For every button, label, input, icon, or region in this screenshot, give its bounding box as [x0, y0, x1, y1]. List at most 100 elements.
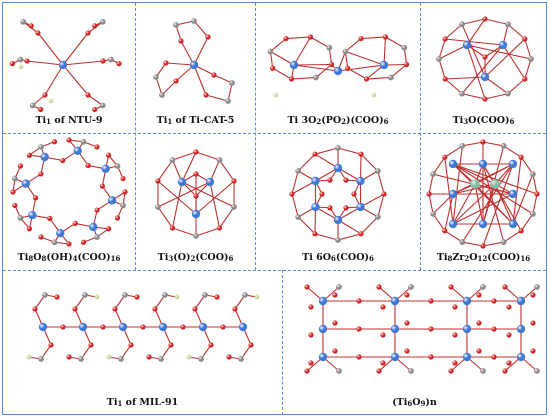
hydrogen-atom — [186, 354, 192, 360]
oxygen-atom — [72, 220, 78, 227]
oxygen-atom — [168, 342, 174, 348]
bond — [377, 170, 385, 195]
titanium-atom — [198, 322, 208, 332]
oxygen-atom — [530, 292, 536, 298]
hydrogen-atom — [254, 294, 260, 300]
oxygen-atom — [192, 306, 198, 312]
bond — [62, 64, 89, 96]
oxygen-atom — [448, 368, 454, 374]
bond — [314, 153, 339, 169]
panel-mil91: Ti1 of MIL-91 — [3, 271, 282, 415]
bond — [462, 241, 484, 247]
caption-ntu9: Ti1 of NTU-9 — [35, 115, 103, 126]
oxygen-atom — [308, 304, 314, 310]
oxygen-atom — [304, 284, 310, 290]
carbon-atom — [158, 356, 164, 362]
oxygen-atom — [226, 354, 232, 360]
bond — [474, 183, 484, 225]
hydrogen-atom — [174, 294, 180, 300]
oxygen-atom — [38, 171, 44, 177]
carbon-atom — [408, 284, 414, 290]
bond — [482, 141, 504, 147]
bond — [512, 173, 534, 225]
bond — [297, 153, 316, 172]
bond — [193, 20, 209, 38]
carbon-atom — [118, 356, 124, 362]
carbon-atom — [51, 239, 58, 246]
oxygen-atom — [178, 38, 184, 44]
bond — [444, 193, 454, 231]
carbon-atom — [155, 204, 161, 210]
titanium-atom — [78, 322, 88, 332]
oxygen-atom — [476, 320, 482, 326]
titanium-atom — [205, 177, 215, 187]
titanium-atom — [89, 222, 98, 232]
oxygen-atom — [94, 207, 100, 213]
oxygen-atom — [116, 61, 122, 67]
oxygen-atom — [134, 294, 140, 300]
oxygen-atom — [403, 61, 410, 68]
bond — [432, 213, 446, 232]
bond — [175, 20, 195, 26]
titanium-atom — [101, 164, 110, 173]
oxygen-atom — [482, 54, 488, 60]
titanium-atom — [333, 66, 343, 76]
bond — [157, 206, 173, 229]
oxygen-atom — [380, 332, 386, 338]
bond — [337, 233, 362, 241]
oxygen-atom — [100, 58, 106, 64]
bond — [484, 93, 509, 100]
carbon-atom — [529, 210, 536, 217]
carbon-atom — [505, 90, 511, 97]
carbon-atom — [295, 168, 302, 174]
zirconium-atom — [470, 179, 480, 189]
bond — [291, 76, 316, 80]
titanium-atom — [177, 177, 187, 187]
oxygen-atom — [381, 191, 387, 197]
structure-ti3o2b — [155, 149, 237, 239]
bond — [461, 93, 486, 100]
carbon-atom — [459, 21, 465, 28]
carbon-atom — [342, 48, 349, 55]
bond — [432, 156, 446, 175]
oxygen-atom — [426, 191, 432, 197]
bond — [165, 62, 195, 66]
oxygen-atom — [28, 23, 34, 29]
bond — [461, 18, 486, 25]
oxygen-atom — [312, 151, 318, 157]
oxygen-atom — [491, 326, 497, 332]
oxygen-atom — [534, 191, 540, 197]
carbon-atom — [374, 168, 381, 174]
panel-ti6o9n: (Ti6O9)n — [283, 271, 546, 415]
titanium-atom — [318, 296, 328, 306]
structure-ti6o6 — [289, 145, 387, 243]
bond — [444, 145, 463, 158]
oxygen-atom — [358, 231, 364, 237]
oxygen-atom — [308, 360, 314, 366]
carbon-atom — [198, 356, 204, 362]
bond — [26, 60, 64, 66]
oxygen-atom — [319, 191, 325, 197]
bond — [337, 167, 361, 182]
bond — [507, 78, 526, 95]
titanium-atom — [73, 146, 82, 156]
bond — [461, 163, 514, 243]
bond — [291, 193, 299, 218]
bond — [484, 38, 526, 78]
carbon-atom — [336, 368, 342, 374]
bond — [484, 76, 509, 95]
carbon-atom — [336, 284, 342, 290]
oxygen-atom — [343, 205, 349, 211]
oxygen-atom — [332, 348, 338, 354]
carbon-atom — [326, 44, 333, 51]
caption-ti8o8: Ti8O8(OH)4(COO)16 — [17, 252, 121, 263]
oxygen-atom — [203, 92, 209, 98]
oxygen-atom — [9, 61, 15, 67]
caption-ticat5: Ti1 of Ti-CAT-5 — [156, 115, 235, 126]
bond — [209, 181, 221, 229]
oxygen-atom — [47, 215, 53, 222]
oxygen-atom — [60, 324, 66, 330]
oxygen-atom — [530, 348, 536, 354]
oxygen-atom — [480, 243, 486, 249]
panel-ticat5: Ti1 of Ti-CAT-5 — [136, 3, 255, 133]
